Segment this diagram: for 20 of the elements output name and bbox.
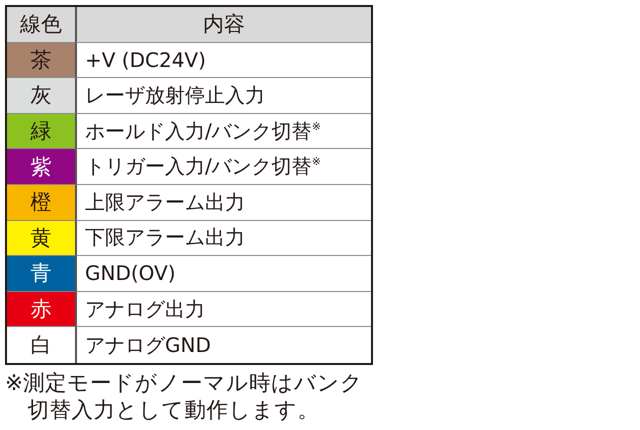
wire-color-swatch: 赤 [7, 292, 75, 328]
wire-color-swatch: 青 [7, 256, 75, 292]
column-header: 線色 [7, 7, 75, 43]
signal-description: トリガー入力/バンク切替$^{※}$ [75, 149, 371, 185]
wire-color-swatch: 紫 [7, 149, 75, 185]
wire-color-swatch: 灰 [7, 78, 75, 114]
signal-description: アナログ出力 [75, 292, 371, 328]
footnote: ※測定モードがノーマル時はバンク切替入力として動作します。 [5, 370, 364, 424]
wire-color-swatch: 黄 [7, 220, 75, 256]
signal-description: ホールド入力/バンク切替$^{※}$ [75, 114, 371, 150]
signal-description: レーザ放射停止入力 [75, 78, 371, 114]
wire-color-swatch: 緑 [7, 114, 75, 150]
column-header: 内容 [75, 7, 371, 43]
wire-color-swatch: 橙 [7, 184, 75, 221]
signal-description: アナログGND [75, 327, 371, 363]
wire-color-swatch: 茶 [7, 42, 75, 78]
signal-description: GND(OV) [75, 256, 371, 292]
signal-description: +V (DC24V) [75, 42, 371, 78]
signal-description: 下限アラーム出力 [75, 220, 371, 256]
signal-description: 上限アラーム出力 [75, 184, 371, 221]
